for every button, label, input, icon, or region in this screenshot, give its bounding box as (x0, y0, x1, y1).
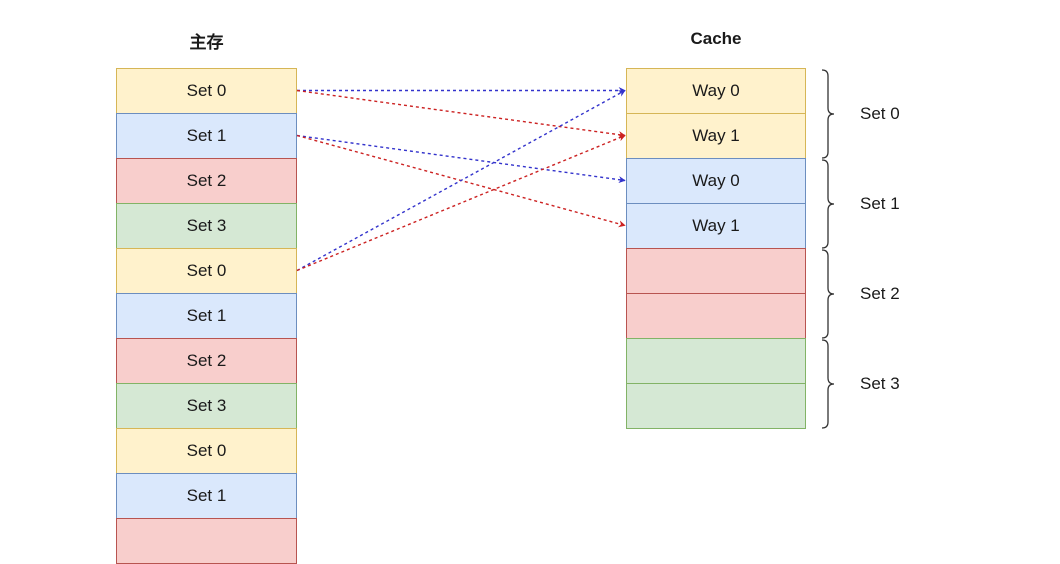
mapping-arrows (296, 87, 626, 272)
memory-block: Set 1 (116, 293, 297, 339)
mapping-arrow (296, 89, 626, 272)
cache-line: Way 1 (626, 203, 806, 249)
cache-set-label: Set 2 (860, 284, 900, 303)
main-memory-title: 主存 (189, 33, 224, 52)
cache-line: Way 0 (626, 68, 806, 114)
diagram-canvas: 主存 Cache Set 0 Set 1 Set 2 Set 3 Set 0 S… (116, 29, 900, 564)
memory-block: Set 3 (116, 383, 297, 429)
set-0-brace (821, 69, 835, 159)
diagram-overlay (296, 69, 835, 429)
memory-block: Set 2 (116, 338, 297, 384)
memory-block: Set 2 (116, 158, 297, 204)
memory-block: Set 0 (116, 68, 297, 114)
mapping-arrow (296, 134, 626, 184)
mapping-arrow (296, 89, 626, 139)
set-2-brace (821, 249, 835, 339)
cache-set-label: Set 0 (860, 104, 900, 123)
memory-block: Set 3 (116, 203, 297, 249)
mapping-arrow (296, 134, 626, 272)
set-3-brace (821, 339, 835, 429)
cache-set-label: Set 1 (860, 194, 900, 213)
cache-set-label: Set 3 (860, 374, 900, 393)
cache-line (626, 383, 806, 429)
cache-line: Way 1 (626, 113, 806, 159)
set-1-brace (821, 159, 835, 249)
memory-block: Set 1 (116, 113, 297, 159)
memory-block: Set 0 (116, 428, 297, 474)
cache-title: Cache (690, 29, 742, 48)
cache-line (626, 293, 806, 339)
memory-block: Set 0 (116, 248, 297, 294)
